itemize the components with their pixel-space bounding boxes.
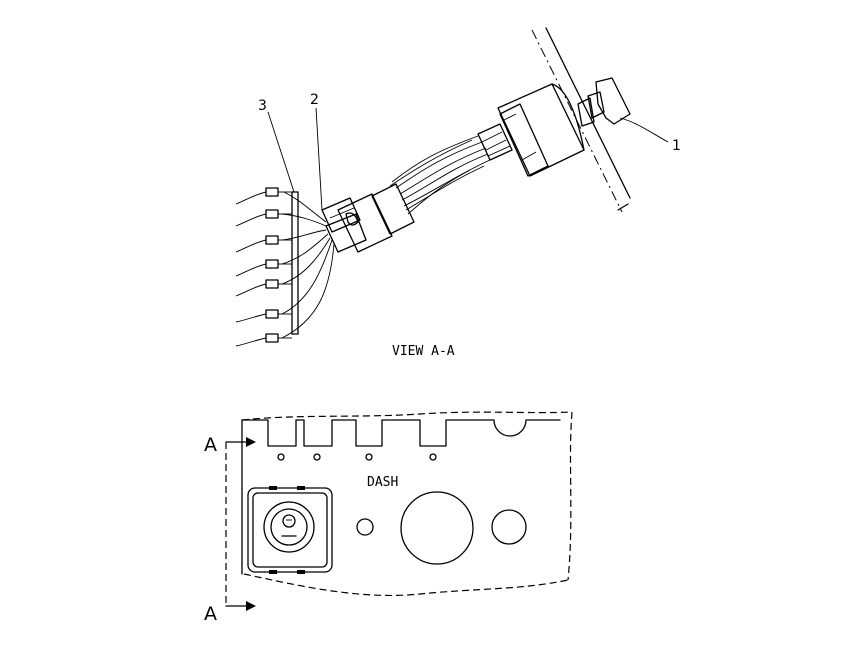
section-line bbox=[225, 437, 256, 611]
callout-1: 1 bbox=[672, 138, 681, 154]
wire-bundle bbox=[389, 135, 491, 215]
section-mark-top: A bbox=[204, 434, 217, 456]
callout-2: 2 bbox=[310, 92, 319, 108]
section-mark-bottom: A bbox=[204, 603, 217, 625]
terminal-pin bbox=[235, 235, 292, 253]
view-label: VIEW A-A bbox=[392, 344, 455, 359]
panel-hole-large bbox=[400, 491, 474, 565]
switch-body bbox=[497, 83, 585, 177]
callout-3: 3 bbox=[258, 98, 267, 114]
panel-break-bottom bbox=[243, 573, 569, 597]
switch-bezel bbox=[247, 486, 333, 574]
harness-strip bbox=[291, 191, 299, 335]
terminal-pin bbox=[235, 279, 292, 297]
panel-outline bbox=[241, 419, 561, 447]
panel-break-right bbox=[567, 411, 573, 581]
mount-hole bbox=[429, 453, 437, 461]
panel-hole-medium bbox=[491, 509, 527, 545]
mount-hole bbox=[313, 453, 321, 461]
switch-terminals bbox=[477, 123, 513, 161]
terminal-pin bbox=[235, 187, 292, 205]
dash-label: DASH bbox=[367, 475, 398, 490]
mount-hole bbox=[365, 453, 373, 461]
terminal-pin bbox=[235, 333, 292, 347]
pigtail-wires bbox=[281, 191, 335, 339]
dash-panel: DASH A A bbox=[204, 411, 573, 625]
terminal-pin bbox=[235, 209, 292, 227]
panel-hole-small bbox=[356, 518, 374, 536]
callout-leaders bbox=[267, 107, 669, 211]
switch-knob bbox=[577, 77, 631, 127]
terminal-pins bbox=[235, 187, 292, 347]
terminal-pin bbox=[235, 259, 292, 277]
panel-break-top bbox=[241, 411, 573, 421]
mount-hole bbox=[277, 453, 285, 461]
view-a-a: 3 2 1 VIEW A-A bbox=[235, 27, 681, 359]
terminal-pin bbox=[235, 309, 292, 323]
connector bbox=[321, 183, 415, 253]
